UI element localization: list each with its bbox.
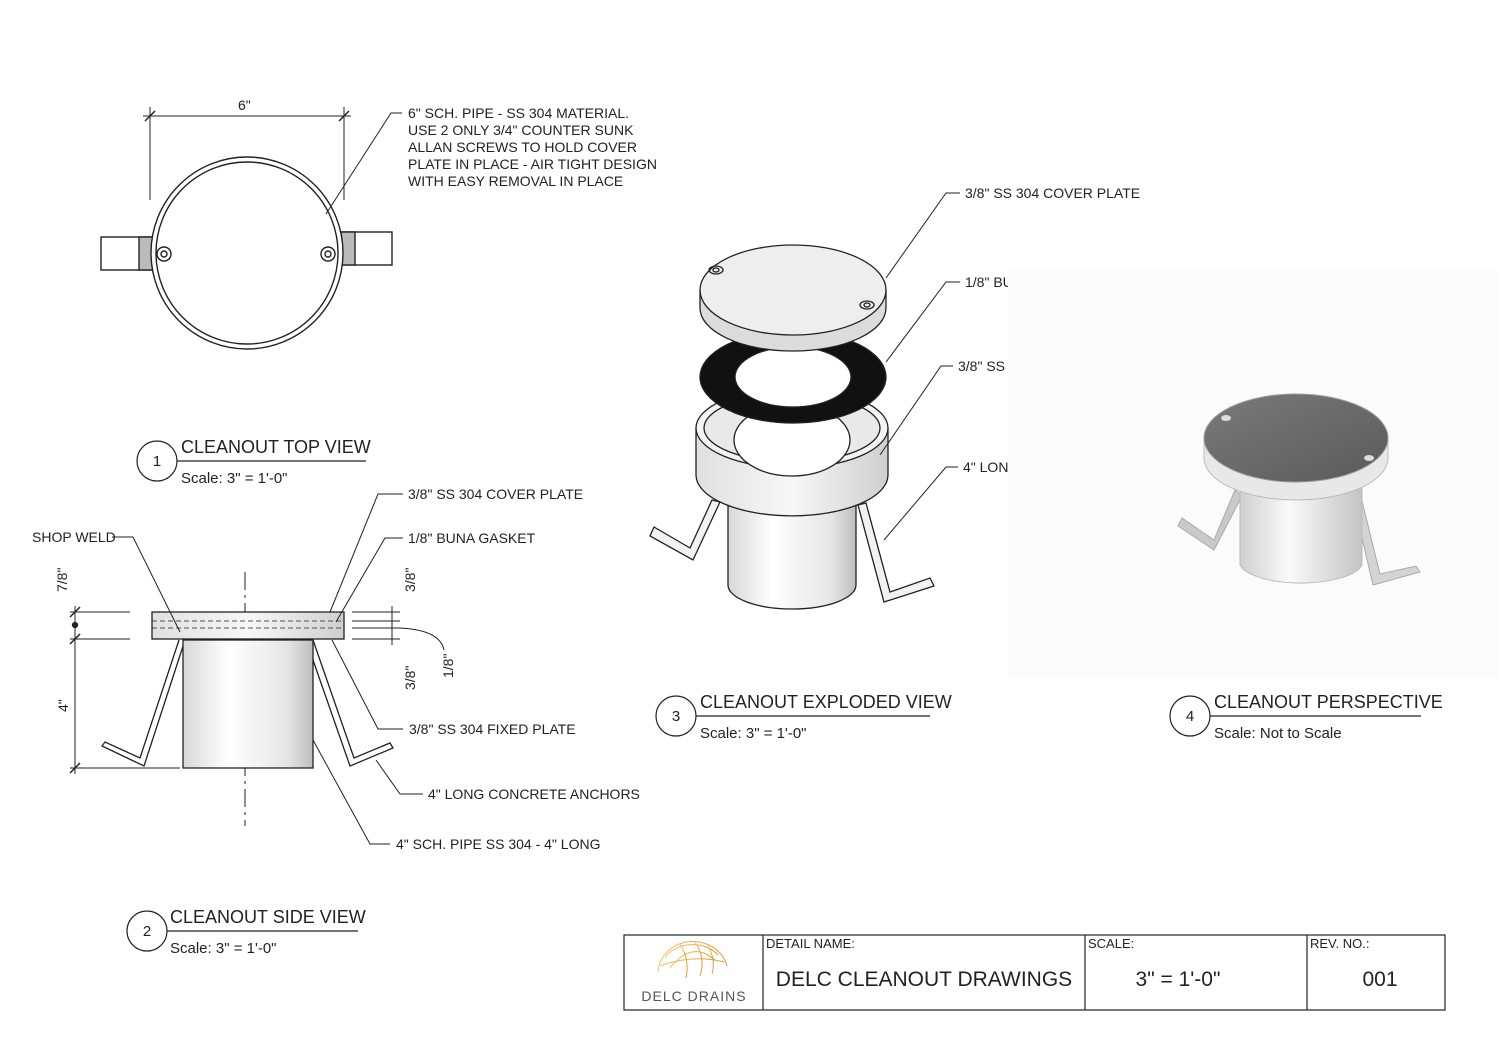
perspective-title: CLEANOUT PERSPECTIVE <box>1214 692 1443 712</box>
views-side-labels-gasket-text: 1/8" BUNA GASKET <box>408 530 536 546</box>
views-side-labels-cover-plate-text: 3/8" SS 304 COVER PLATE <box>408 486 583 502</box>
top-view-title-block: 1 CLEANOUT TOP VIEW Scale: 3" = 1'-0" <box>136 437 371 487</box>
views-side-labels-shop-weld-text: SHOP WELD <box>32 529 116 545</box>
title-block: DELC DRAINS DETAIL NAME: DELC CLEANOUT D… <box>623 934 1446 1011</box>
scale-value: 3" = 1'-0" <box>1136 968 1221 991</box>
top-view-scale: Scale: 3" = 1'-0" <box>181 470 288 487</box>
views-side-labels-fixed-plate-text: 3/8" SS 304 FIXED PLATE <box>409 721 576 737</box>
views-side-dims-gasket-text: 1/8" <box>440 654 456 678</box>
exploded-view-drawing <box>649 192 960 610</box>
views-top-note-lines-1-text: USE 2 ONLY 3/4" COUNTER SUNK <box>408 122 634 138</box>
globe-logo-icon <box>657 940 728 979</box>
logo-text: DELC DRAINS <box>641 988 746 1004</box>
top-view-note: 6" SCH. PIPE - SS 304 MATERIAL. USE 2 ON… <box>408 105 657 189</box>
exploded-view-number: 3 <box>672 708 680 725</box>
side-view-number: 2 <box>143 923 151 940</box>
side-view-title-block: 2 CLEANOUT SIDE VIEW Scale: 3" = 1'-0" <box>126 907 366 957</box>
views-top-note-lines-0-text: 6" SCH. PIPE - SS 304 MATERIAL. <box>408 105 629 121</box>
views-top-note-lines-3-text: PLATE IN PLACE - AIR TIGHT DESIGN <box>408 156 657 172</box>
side-view-scale: Scale: 3" = 1'-0" <box>170 940 277 957</box>
side-view-drawing <box>69 493 445 845</box>
views-side-dims-fixed-text: 3/8" <box>402 666 418 690</box>
views-side-labels-pipe-text: 4" SCH. PIPE SS 304 - 4" LONG <box>396 836 600 852</box>
top-view-number: 1 <box>153 453 161 470</box>
rev-value: 001 <box>1362 968 1397 991</box>
top-view-drawing <box>100 107 402 350</box>
side-view-title: CLEANOUT SIDE VIEW <box>170 907 366 927</box>
perspective-scale: Scale: Not to Scale <box>1214 725 1342 742</box>
perspective-title-block: 4 CLEANOUT PERSPECTIVE Scale: Not to Sca… <box>1169 692 1443 742</box>
detail-name-value: DELC CLEANOUT DRAWINGS <box>776 968 1072 991</box>
perspective-render <box>1008 270 1498 678</box>
views-side-labels-anchors-text: 4" LONG CONCRETE ANCHORS <box>428 786 640 802</box>
side-view-labels: 3/8" SS 304 COVER PLATE 1/8" BUNA GASKET… <box>32 486 640 852</box>
views-side-dims-cover-text: 3/8" <box>402 568 418 592</box>
perspective-number: 4 <box>1186 708 1194 725</box>
scale-label: SCALE: <box>1088 936 1134 951</box>
exploded-view-scale: Scale: 3" = 1'-0" <box>700 725 807 742</box>
views-top-note-lines-2-text: ALLAN SCREWS TO HOLD COVER <box>408 139 637 155</box>
exploded-view-title-block: 3 CLEANOUT EXPLODED VIEW Scale: 3" = 1'-… <box>655 692 952 742</box>
top-view-dimension: 6" <box>238 97 251 113</box>
views-side-dims-top-total-text: 7/8" <box>54 568 70 592</box>
rev-label: REV. NO.: <box>1310 936 1369 951</box>
views-exploded-labels-cover-plate-text: 3/8" SS 304 COVER PLATE <box>965 185 1140 201</box>
views-side-dims-height-text: 4" <box>55 699 71 712</box>
exploded-view-title: CLEANOUT EXPLODED VIEW <box>700 692 952 712</box>
top-view-title: CLEANOUT TOP VIEW <box>181 437 371 457</box>
views-top-note-lines-4-text: WITH EASY REMOVAL IN PLACE <box>408 173 623 189</box>
detail-name-label: DETAIL NAME: <box>766 936 855 951</box>
